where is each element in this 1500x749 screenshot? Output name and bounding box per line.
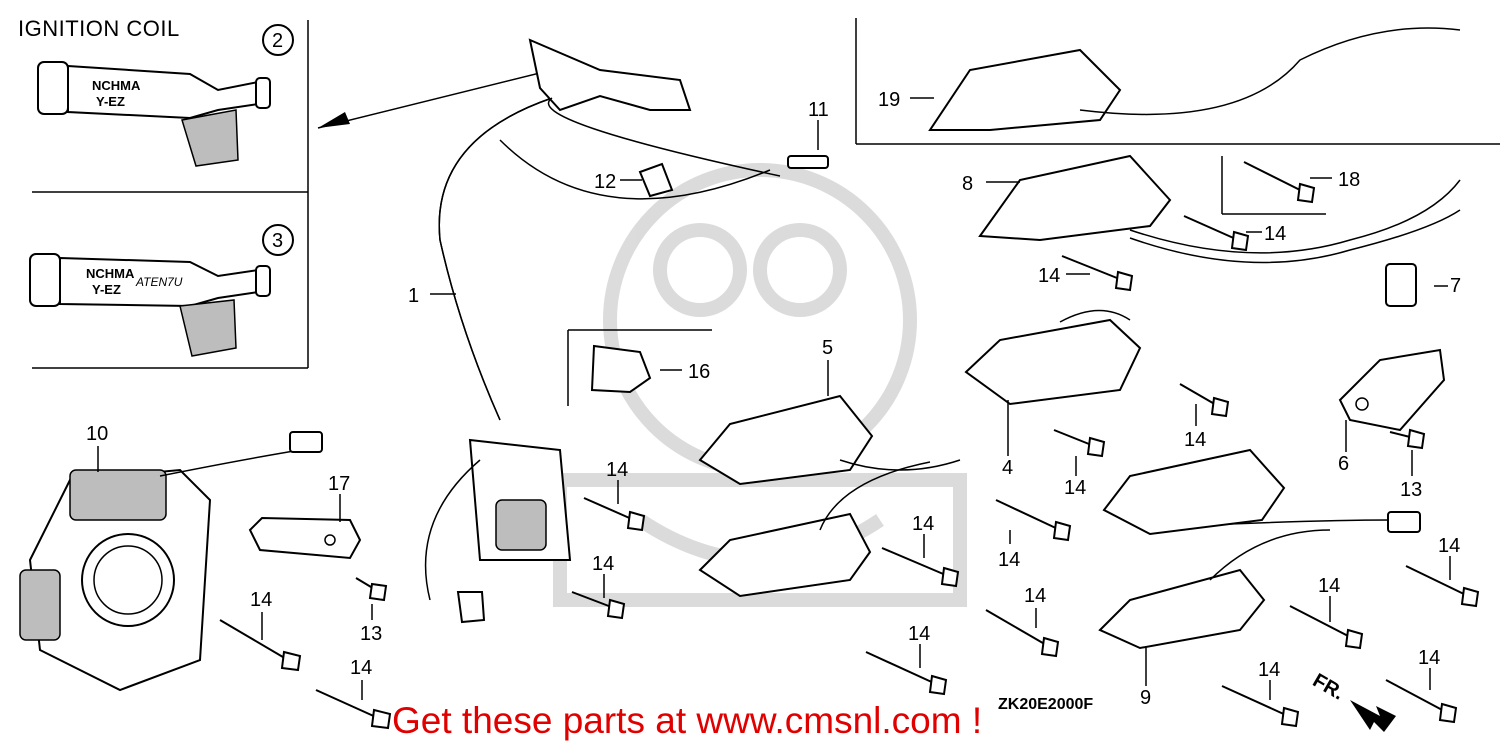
callout-14-f: 14 bbox=[908, 623, 930, 645]
callout-9: 9 bbox=[1140, 687, 1151, 709]
exciter-coil-right bbox=[1102, 448, 1421, 536]
callout-14-g: 14 bbox=[998, 549, 1020, 571]
plate-6 bbox=[1338, 348, 1446, 432]
callout-14-c: 14 bbox=[606, 459, 628, 481]
callout-17: 17 bbox=[328, 473, 350, 495]
exciter-coil-8 bbox=[978, 154, 1461, 264]
callout-11: 11 bbox=[808, 99, 829, 121]
exciter-coil-9 bbox=[1098, 529, 1331, 650]
inset-ref-3: 3 bbox=[272, 230, 283, 252]
promo-link-text[interactable]: Get these parts at www.cmsnl.com ! bbox=[392, 700, 983, 741]
inset-2-cap-text-2: Y-EZ bbox=[96, 94, 125, 109]
callout-14-b: 14 bbox=[350, 657, 372, 679]
callout-12: 12 bbox=[594, 171, 616, 193]
callout-14-n: 14 bbox=[1318, 575, 1340, 597]
callout-10: 10 bbox=[86, 423, 108, 445]
exciter-coil-19 bbox=[928, 27, 1461, 131]
bolts bbox=[219, 161, 1480, 730]
callout-14-o: 14 bbox=[1258, 659, 1280, 681]
callout-16: 16 bbox=[688, 361, 710, 383]
diagram-code: ZK20E2000F bbox=[998, 696, 1094, 713]
ignition-coil-assembly bbox=[424, 38, 829, 624]
clamp-12 bbox=[638, 162, 674, 198]
callout-14-h: 14 bbox=[1024, 585, 1046, 607]
callout-14-e: 14 bbox=[912, 513, 934, 535]
callout-5: 5 bbox=[822, 337, 833, 359]
inset-ref-2: 2 bbox=[272, 30, 283, 52]
plug-cap-inset-2 bbox=[37, 24, 294, 167]
cap-7 bbox=[1385, 263, 1417, 307]
callout-4: 4 bbox=[1002, 457, 1013, 479]
inset-frame-right bbox=[567, 18, 1500, 406]
front-direction-arrow bbox=[1350, 700, 1396, 732]
callout-14-p: 14 bbox=[1418, 647, 1440, 669]
leader-lines bbox=[97, 97, 1451, 700]
callout-13-right: 13 bbox=[1400, 479, 1422, 501]
plug-cap-inset-3 bbox=[29, 224, 294, 357]
callout-7: 7 bbox=[1450, 275, 1461, 297]
inset-3-cap-text-1: NCHMA bbox=[86, 266, 135, 281]
exciter-coil-5 bbox=[698, 394, 961, 486]
callout-13-left: 13 bbox=[360, 623, 382, 645]
diagram-title: IGNITION COIL bbox=[18, 16, 180, 41]
exciter-coil-4 bbox=[964, 309, 1142, 406]
inset-2-cap-text-1: NCHMA bbox=[92, 78, 141, 93]
callout-19: 19 bbox=[878, 89, 900, 111]
inset-3-cap-text-3: ATEN7U bbox=[135, 275, 183, 289]
callout-1: 1 bbox=[408, 285, 419, 307]
stator-coil-10 bbox=[19, 431, 323, 692]
callout-14-k: 14 bbox=[1264, 223, 1286, 245]
clip-16 bbox=[590, 344, 652, 394]
inset-frame-left bbox=[32, 20, 561, 369]
callout-18: 18 bbox=[1338, 169, 1360, 191]
callout-8: 8 bbox=[962, 173, 973, 195]
bracket-17 bbox=[248, 516, 362, 560]
callout-14-d: 14 bbox=[592, 553, 614, 575]
callout-14-i: 14 bbox=[1064, 477, 1086, 499]
callout-14-j: 14 bbox=[1184, 429, 1206, 451]
callout-14-a: 14 bbox=[250, 589, 272, 611]
inset-3-cap-text-2: Y-EZ bbox=[92, 282, 121, 297]
exciter-coil-lower-left bbox=[698, 461, 931, 598]
callout-14-m: 14 bbox=[1438, 535, 1460, 557]
callout-14-l: 14 bbox=[1038, 265, 1060, 287]
callout-6: 6 bbox=[1338, 453, 1349, 475]
